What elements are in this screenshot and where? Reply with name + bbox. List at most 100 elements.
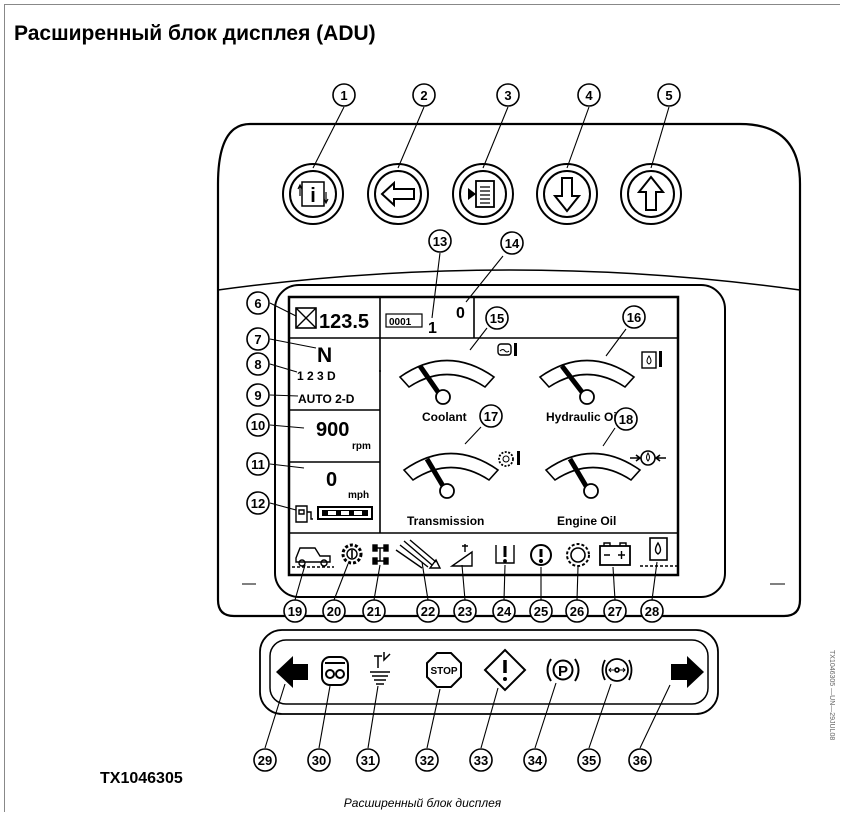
callout-label: 36 [633, 753, 647, 768]
figure-title: Расширенный блок дисплея (ADU) [14, 22, 376, 45]
code-value: 1 [428, 320, 437, 337]
callout-label: 21 [367, 604, 381, 619]
callout-label: 35 [582, 753, 596, 768]
indicator-panel-outer [259, 629, 719, 715]
callout-12: 12 [246, 491, 270, 515]
engine-speed-value: 900 [316, 419, 349, 441]
left-arrow-icon [380, 180, 415, 208]
callout-label: 1 [340, 88, 347, 103]
coolant-gauge: Coolant [398, 343, 517, 424]
machine-icon-19 [292, 547, 334, 568]
callout-label: 13 [433, 234, 447, 249]
callout-label: 25 [534, 604, 548, 619]
coolant-label: Coolant [422, 410, 467, 424]
callout-5: 5 [657, 83, 681, 107]
callout-24: 24 [492, 599, 516, 623]
screen-bezel [274, 284, 726, 598]
callout-27: 27 [603, 599, 627, 623]
down-button[interactable] [536, 163, 598, 225]
callout-2: 2 [412, 83, 436, 107]
figure-frame [4, 4, 840, 812]
callout-33: 33 [469, 748, 493, 772]
engine-oil-gauge: Engine Oil [544, 450, 666, 528]
transmission-label: Transmission [407, 514, 484, 528]
callout-label: 15 [490, 311, 504, 326]
callout-28: 28 [640, 599, 664, 623]
callout-15: 15 [485, 306, 509, 330]
glow-plug-icon [321, 656, 349, 686]
right-turn-signal-icon [671, 656, 704, 688]
engine-oil-pressure-icon [630, 450, 666, 466]
callout-7: 7 [246, 327, 270, 351]
callout-36: 36 [628, 748, 652, 772]
coolant-temp-icon [497, 343, 517, 356]
screen [287, 295, 680, 577]
adu-housing [216, 122, 802, 618]
warning-icon-row [292, 537, 678, 569]
warning-diamond-icon [483, 648, 527, 692]
callout-label: 30 [312, 753, 326, 768]
callout-17: 17 [479, 404, 503, 428]
callout-30: 30 [307, 748, 331, 772]
callout-35: 35 [577, 748, 601, 772]
callout-label: 20 [327, 604, 341, 619]
engine-speed-unit: rpm [352, 441, 371, 452]
callout-label: 27 [608, 604, 622, 619]
caution-temp-icon-24 [495, 545, 515, 564]
callout-label: 10 [251, 418, 265, 433]
callout-label: 5 [665, 88, 672, 103]
ride-control-icon-22 [395, 539, 442, 569]
callout-label: 29 [258, 753, 272, 768]
callout-11: 11 [246, 452, 270, 476]
code-count: 0 [456, 305, 465, 322]
callout-19: 19 [283, 599, 307, 623]
back-button[interactable] [367, 163, 429, 225]
gear-range: 1 2 3 D [297, 369, 336, 383]
callout-label: 34 [528, 753, 543, 768]
menu-icon [468, 180, 495, 208]
callout-label: 16 [627, 310, 641, 325]
steering-icon [601, 658, 633, 682]
callout-label: 11 [251, 457, 265, 472]
info-button[interactable]: i [282, 163, 344, 225]
callout-label: 9 [254, 388, 261, 403]
fuel-level-gauge [295, 505, 373, 523]
callout-10: 10 [246, 413, 270, 437]
drive-mode: AUTO 2-D [298, 392, 355, 406]
callout-label: 12 [251, 496, 265, 511]
top-buttons: i [282, 163, 682, 225]
callout-label: 4 [585, 88, 593, 103]
callout-14: 14 [500, 231, 524, 255]
callout-label: 23 [458, 604, 472, 619]
stop-label: STOP [430, 666, 457, 677]
callout-20: 20 [322, 599, 346, 623]
hydraulic-oil-gauge: Hydraulic Oil [538, 351, 662, 424]
transmission-temp-icon [498, 451, 520, 467]
hour-meter-icon [295, 307, 317, 329]
callout-label: 7 [254, 332, 261, 347]
callout-label: 19 [288, 604, 302, 619]
callout-22: 22 [416, 599, 440, 623]
callout-32: 32 [415, 748, 439, 772]
down-arrow-icon [552, 177, 582, 213]
callout-31: 31 [356, 748, 380, 772]
callout-label: 8 [254, 357, 261, 372]
indicator-lights: STOP P [276, 648, 704, 692]
callout-23: 23 [453, 599, 477, 623]
up-button[interactable] [620, 163, 682, 225]
callout-1: 1 [332, 83, 356, 107]
stop-icon: STOP [426, 652, 462, 688]
battery-icon-27 [599, 542, 631, 566]
callout-6: 6 [246, 291, 270, 315]
ground-speed-unit: mph [348, 490, 369, 501]
differential-lock-icon-21 [372, 544, 389, 565]
callout-34: 34 [523, 748, 547, 772]
code-box [385, 313, 423, 328]
callout-18: 18 [614, 407, 638, 431]
callout-label: 2 [420, 88, 427, 103]
menu-button[interactable] [452, 163, 514, 225]
callout-label: 6 [254, 296, 261, 311]
callout-21: 21 [362, 599, 386, 623]
gear-icon-20 [341, 543, 363, 565]
